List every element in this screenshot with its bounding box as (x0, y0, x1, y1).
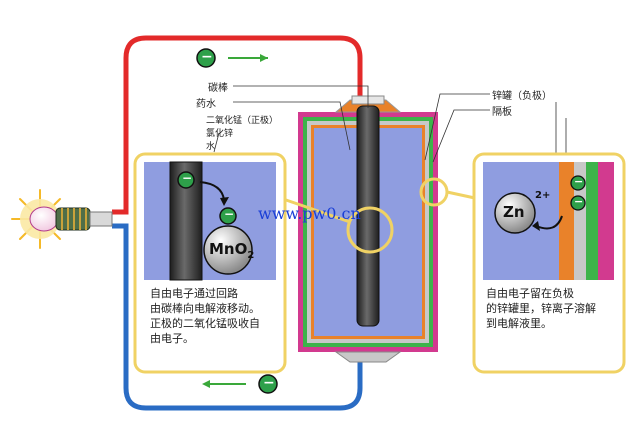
arrow-left-head (202, 380, 210, 388)
mno2-label: MnO2 (209, 240, 254, 261)
label-mixture-2: 氯化锌 (206, 129, 234, 139)
label-zinc-can: 锌罐（负极） (492, 91, 552, 102)
electron-bottom (258, 374, 278, 394)
electron-bottom-sign: − (263, 375, 275, 391)
electron-panel-left-1-sign: − (182, 171, 193, 185)
zn-charge: 2+ (535, 190, 551, 201)
label-mixture-1: 二氧化锰（正极） (206, 116, 279, 126)
electron-panel-left-2-sign: − (224, 207, 235, 221)
right-zoom-panel (472, 152, 626, 374)
negative-wire (112, 223, 363, 411)
label-separator: 隔板 (492, 107, 512, 118)
light-bulb (11, 189, 113, 249)
right-caption: 自由电子留在负极 的锌罐里，锌离子溶解 到电解液里。 (486, 287, 596, 330)
watermark: www.pw0.cn (258, 204, 361, 223)
arrow-right-head (260, 54, 268, 62)
label-mixture-3: 水 (206, 142, 216, 152)
mno2-subscript: 2 (247, 250, 255, 261)
left-zoom-panel (133, 152, 287, 374)
electron-panel-left-1 (177, 171, 195, 189)
electron-panel-left-2 (219, 207, 237, 225)
battery-cell (298, 95, 438, 363)
label-water: 药水 (196, 99, 216, 110)
electron-top-sign: − (201, 49, 213, 65)
mno2-sphere (203, 225, 253, 275)
electron-panel-right-2-sign: − (574, 195, 584, 208)
mno2-text: MnO (209, 240, 248, 258)
zoom-circle-rod (346, 206, 394, 254)
label-carbon-rod: 碳棒 (208, 83, 228, 94)
zn-label: Zn (503, 203, 525, 221)
electron-top (196, 48, 216, 68)
electron-panel-right-1-sign: − (574, 175, 584, 188)
electron-panel-right-2 (570, 195, 586, 211)
electron-panel-right-1 (570, 175, 586, 191)
left-caption: 自由电子通过回路 由碳棒向电解液移动。 正极的二氧化锰吸收自 由电子。 (150, 287, 260, 345)
positive-wire (112, 35, 363, 215)
zn-sphere (494, 192, 536, 234)
